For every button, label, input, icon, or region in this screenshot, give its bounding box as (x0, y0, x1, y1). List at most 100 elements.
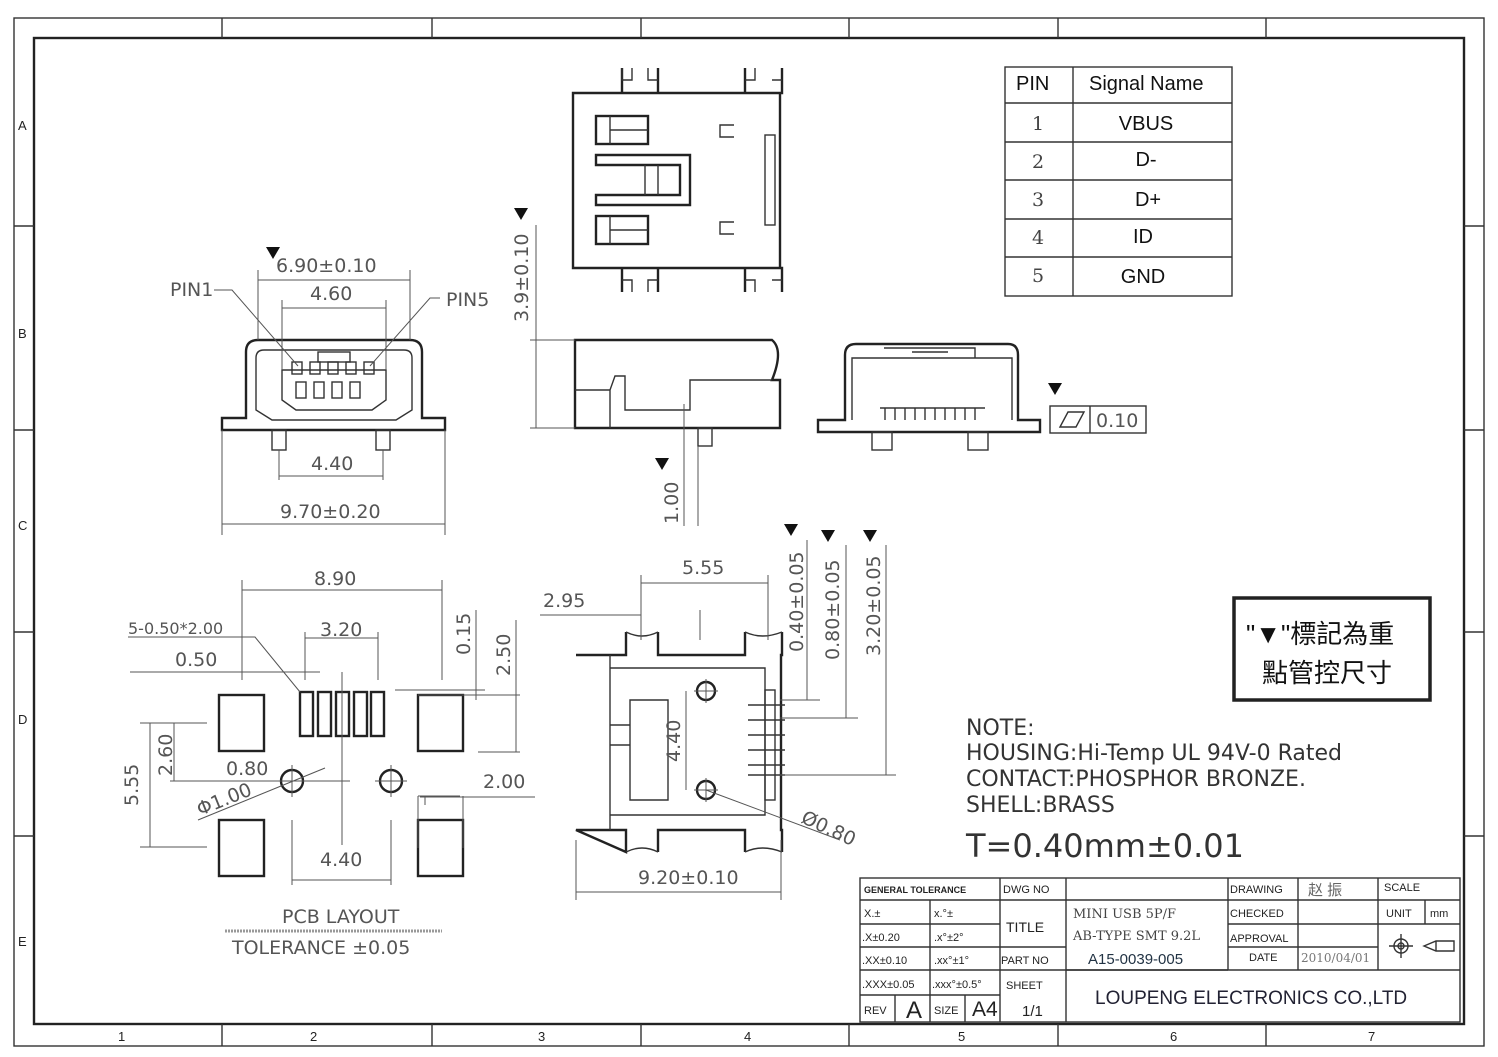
dim-tab-width: 2.00 (483, 771, 525, 793)
dim-d1: 0.40±0.05 (786, 551, 808, 652)
signal-header: Signal Name (1089, 73, 1204, 95)
label-pin5: PIN5 (446, 289, 489, 311)
pin-number: 5 (1032, 265, 1044, 287)
signal-name: D+ (1135, 189, 1161, 211)
row-label: D (18, 712, 27, 727)
tol-cell: X.± (864, 908, 880, 920)
tol-cell: .X±0.20 (862, 932, 900, 944)
dim-pcb-width: 8.90 (314, 568, 356, 590)
dim-pad-spec: 5-0.50*2.00 (128, 619, 223, 638)
rev-value: A (906, 997, 922, 1024)
top-view (571, 68, 784, 292)
label-pin1: PIN1 (170, 279, 213, 301)
dim-width-tabs: 9.70±0.20 (280, 501, 381, 523)
pcb-title: PCB LAYOUT (282, 906, 400, 928)
tol-cell: .xx°±1° (934, 955, 969, 967)
dim-hole-offset: 2.60 (155, 734, 177, 776)
part-no-value: A15-0039-005 (1088, 951, 1183, 968)
signal-name: ID (1133, 226, 1153, 248)
notes: NOTE: HOUSING:Hi-Temp UL 94V-0 Rated CON… (965, 716, 1342, 865)
drawing-by: 赵 振 (1308, 882, 1342, 899)
tol-cell: x.°± (934, 908, 953, 920)
approval-label: APPROVAL (1230, 933, 1289, 945)
sheet-label: SHEET (1006, 980, 1043, 992)
front-view-left: 6.90±0.10 4.60 PIN1 PIN5 4.40 9.70±0.20 (170, 247, 489, 535)
dim-tab-span: 5.55 (121, 764, 143, 806)
note-line: SHELL:BRASS (966, 793, 1115, 818)
col-label: 4 (744, 1029, 751, 1044)
bottom-view: 5.55 2.95 0.40±0.05 0.80±0.05 3.20±0.05 … (540, 524, 896, 900)
note-line: CONTACT:PHOSPHOR BRONZE. (966, 767, 1306, 792)
pin-number: 3 (1032, 189, 1044, 211)
dim-height: 3.9±0.10 (511, 234, 533, 322)
dim-d2: 0.80±0.05 (822, 559, 844, 660)
dim-pad-span: 3.20 (320, 619, 362, 641)
dim-hole-dia: Ø0.80 (798, 807, 859, 851)
dim-hole-gap: 0.80 (226, 758, 268, 780)
grid-labels: 1 2 3 4 5 6 7 A B C D E (18, 118, 1375, 1044)
title-label: TITLE (1006, 919, 1044, 935)
dim-tab-span: 5.55 (682, 557, 724, 579)
row-label: C (18, 518, 27, 533)
dim-leg-spacing: 4.40 (311, 453, 353, 475)
date-label: DATE (1249, 952, 1278, 964)
part-no-label: PART NO (1001, 955, 1049, 967)
col-label: 6 (1170, 1029, 1177, 1044)
dwg-no-label: DWG NO (1003, 884, 1050, 896)
pcb-tolerance: TOLERANCE ±0.05 (231, 937, 410, 959)
dim-offset: 0.15 (453, 613, 475, 655)
pin-number: 2 (1032, 151, 1044, 173)
general-tolerance-label: GENERAL TOLERANCE (864, 885, 966, 895)
border-ticks (14, 18, 1484, 1046)
pin-number: 4 (1032, 227, 1044, 249)
dim-tab-height: 2.50 (493, 634, 515, 676)
unit-value: mm (1430, 908, 1448, 920)
dim-hole-dia: Φ1.00 (194, 779, 255, 821)
dim-leg: 1.00 (661, 482, 683, 524)
tol-cell: .x°±2° (934, 932, 964, 944)
signal-name: VBUS (1119, 113, 1173, 135)
tol-cell: .xxx°±0.5° (932, 979, 982, 991)
title-line1: MINI USB 5P/F (1073, 907, 1176, 922)
dim-d3: 3.20±0.05 (863, 555, 885, 656)
note-title: NOTE: (966, 716, 1035, 741)
pin-number: 1 (1032, 113, 1044, 135)
dim-pitch: 0.50 (175, 649, 217, 671)
flatness-frame (1049, 405, 1147, 434)
sheet-value: 1/1 (1022, 1003, 1043, 1020)
title-line2: AB-TYPE SMT 9.2L (1072, 929, 1200, 944)
drawing-label: DRAWING (1230, 884, 1283, 896)
dim-offset: 2.95 (543, 590, 585, 612)
flatness-value: 0.10 (1096, 410, 1138, 432)
note-line: HOUSING:Hi-Temp UL 94V-0 Rated (966, 741, 1342, 766)
row-label: B (18, 326, 27, 341)
legend-line2: 點管控尺寸 (1262, 658, 1392, 688)
company-name: LOUPENG ELECTRONICS CO.,LTD (1095, 988, 1407, 1009)
tol-cell: .XX±0.10 (862, 955, 907, 967)
unit-label: UNIT (1386, 908, 1412, 920)
signal-name: D- (1135, 149, 1156, 171)
size-value: A4 (972, 998, 998, 1021)
side-view: 3.9±0.10 1.00 (511, 208, 782, 526)
legend-line1: "▼"標記為重 (1246, 619, 1394, 649)
scale-label: SCALE (1384, 882, 1420, 894)
col-label: 2 (310, 1029, 317, 1044)
critical-dimension-legend: "▼"標記為重 點管控尺寸 (1232, 596, 1432, 702)
row-label: E (18, 934, 27, 949)
front-view-right: 0.10 (816, 342, 1147, 451)
row-label: A (18, 118, 27, 133)
date-value: 2010/04/01 (1301, 951, 1370, 965)
dim-width-inner: 4.60 (310, 283, 352, 305)
col-label: 7 (1368, 1029, 1375, 1044)
col-label: 5 (958, 1029, 965, 1044)
outer-border (13, 17, 1485, 1047)
pin-header: PIN (1016, 73, 1049, 95)
dim-length: 9.20±0.10 (638, 867, 739, 889)
signal-name: GND (1121, 266, 1165, 288)
col-label: 1 (118, 1029, 125, 1044)
dim-hole-spacing: 4.40 (320, 849, 362, 871)
checked-label: CHECKED (1230, 908, 1284, 920)
pcb-layout: 8.90 5-0.50*2.00 3.20 0.50 0.15 2.50 2.6… (121, 568, 535, 959)
col-label: 3 (538, 1029, 545, 1044)
